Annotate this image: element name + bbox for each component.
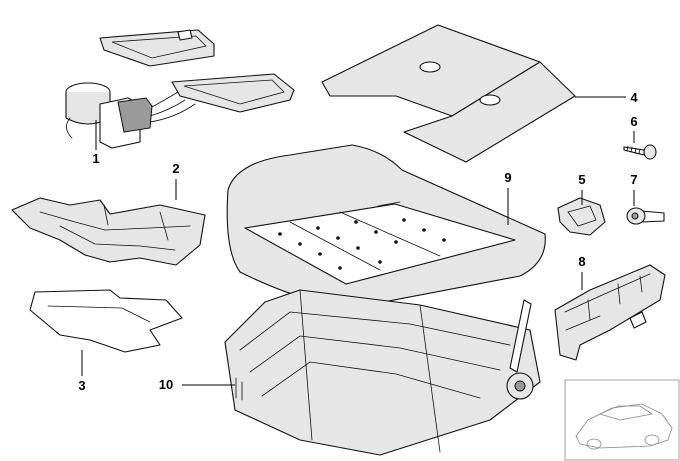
part-10-frame-rails	[239, 289, 511, 453]
callout-label-7: 7	[630, 172, 637, 187]
part-9-hole	[422, 228, 426, 232]
callout-label-8: 8	[578, 254, 585, 269]
part-9-hole	[298, 242, 302, 246]
part-1-heating-pad-upper-inner	[111, 35, 207, 59]
vehicle-thumbnail	[564, 379, 680, 461]
part-10-adjuster-hub	[514, 380, 526, 392]
part-4-sheet-lower	[403, 61, 576, 163]
part-9-hole	[442, 238, 446, 242]
part-3-mat	[29, 289, 183, 353]
part-8-module-body	[554, 264, 666, 361]
part-9-seat-cushion	[226, 144, 546, 309]
part-1-module-block	[117, 97, 153, 133]
part-7-bolt	[626, 207, 665, 225]
car-icon-wheel-front	[586, 438, 602, 450]
part-3-mat-outline	[29, 289, 183, 353]
part-9-hole	[394, 240, 398, 244]
part-9-hole	[338, 266, 342, 270]
part-9-hole	[402, 218, 406, 222]
callout-label-4: 4	[630, 90, 638, 105]
part-2-bracket-ribs	[39, 204, 191, 251]
part-9-hole	[278, 232, 282, 236]
callout-label-5: 5	[578, 172, 585, 187]
part-6-screw	[623, 144, 657, 160]
part-9-hole	[336, 236, 340, 240]
part-4-hole-2	[479, 94, 501, 106]
part-4-foam-sheet	[321, 24, 576, 163]
part-9-cushion-top	[244, 203, 516, 285]
part-9-hole	[378, 260, 382, 264]
part-9-cushion-seams	[289, 201, 441, 271]
part-8-control-module	[554, 264, 666, 361]
part-1-connector-tab	[177, 29, 193, 41]
part-9-hole	[374, 230, 378, 234]
part-4-hole-1	[419, 61, 441, 73]
part-3-mat-fold	[47, 305, 151, 323]
part-5-clip-detail	[567, 205, 597, 227]
part-5-clip-body	[557, 197, 606, 236]
callout-label-10: 10	[159, 377, 173, 392]
part-6-screw-head	[643, 144, 657, 160]
part-6-screw-thread	[626, 145, 641, 155]
callout-label-1: 1	[92, 151, 99, 166]
part-1-wire-tail	[66, 117, 73, 139]
part-10-frame-lever	[509, 299, 532, 373]
callout-label-2: 2	[172, 161, 179, 176]
part-7-bolt-socket	[631, 212, 639, 220]
part-1-heater-assembly	[65, 29, 295, 149]
part-10-frame-feet	[235, 377, 243, 401]
part-1-heating-pad-lower-inner	[183, 79, 285, 105]
car-icon-wheel-rear	[644, 434, 660, 446]
part-9-hole	[316, 226, 320, 230]
part-8-module-details	[564, 273, 651, 331]
part-2-bracket	[11, 197, 206, 266]
car-icon-windows	[598, 405, 654, 421]
part-9-cushion-holes	[278, 218, 446, 270]
callout-label-6: 6	[630, 114, 637, 129]
callout-label-3: 3	[78, 378, 85, 393]
part-2-bracket-body	[11, 197, 206, 266]
callout-label-9: 9	[504, 170, 511, 185]
part-1-wires	[149, 91, 196, 123]
part-10-seat-frame	[224, 289, 541, 456]
part-5-clip	[557, 197, 606, 236]
part-1-heating-pad-lower	[171, 73, 295, 113]
part-8-module-tab	[629, 311, 647, 329]
part-9-hole	[318, 252, 322, 256]
part-9-hole	[356, 246, 360, 250]
part-9-hole	[354, 220, 358, 224]
